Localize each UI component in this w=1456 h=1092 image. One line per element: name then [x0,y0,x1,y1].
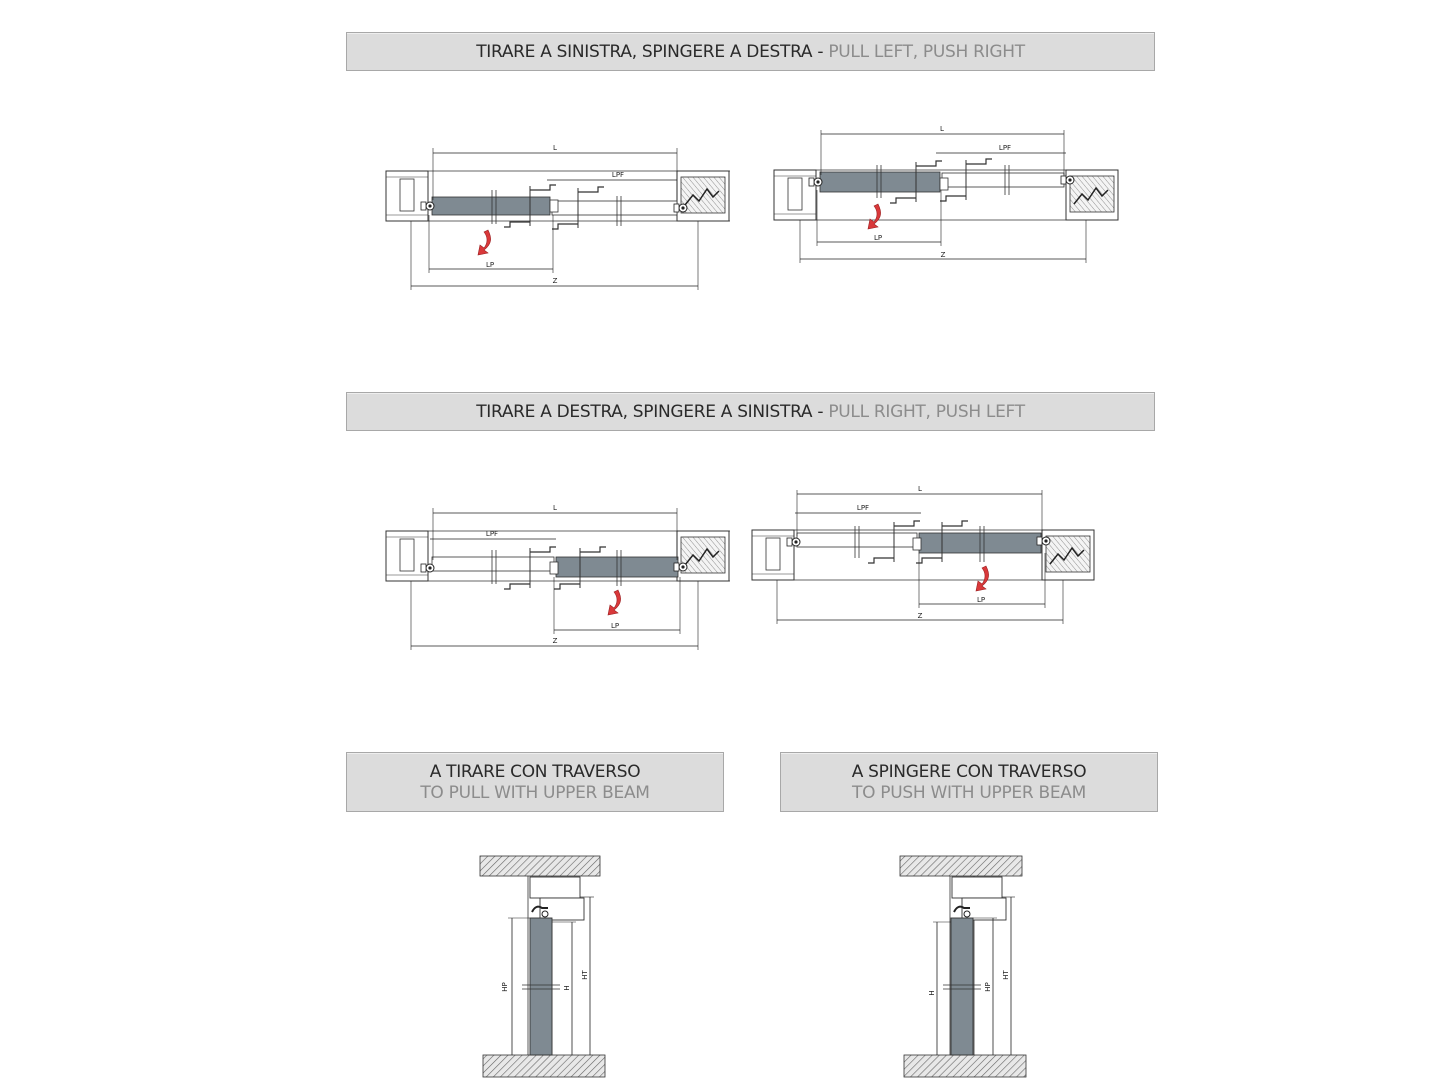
swing-arrow [867,203,881,230]
beam-italian-text: A TIRARE CON TRAVERSO [429,762,641,782]
ceiling-hatch [479,855,601,877]
dim-label-L: L [553,144,557,152]
dim-label-HP: HP [501,982,509,992]
banner-english-text: PULL RIGHT, PUSH LEFT [828,402,1025,422]
swing-arrow [975,565,989,592]
dim-label-LP: LP [611,622,619,630]
dim-label-H: H [563,985,571,990]
section-banner-pull-right: TIRARE A DESTRA, SPINGERE A SINISTRA - P… [346,392,1155,431]
dim-label-LPF: LPF [999,144,1011,152]
dim-label-HP: HP [984,982,992,992]
dim-label-Z: Z [553,277,558,285]
floor-hatch [482,1054,606,1078]
dim-label-LP: LP [977,596,985,604]
dim-label-LP: LP [874,234,882,242]
dim-label-L: L [918,485,922,493]
ceiling-hatch [899,855,1023,877]
swing-arrow [477,229,491,256]
plan-pull-right-a: L LPF LP Z [385,504,730,650]
dim-label-Z: Z [941,251,946,259]
beam-banner-push: A SPINGERE CON TRAVERSO TO PUSH WITH UPP… [780,752,1158,812]
plan-pull-left-a: L LPF LP Z [385,144,730,290]
sliding-panel [431,196,551,216]
dim-label-HT: HT [1002,970,1010,980]
fixed-panel [551,200,678,216]
dim-label-LPF: LPF [612,171,624,179]
dim-label-L: L [553,504,557,512]
dim-label-Z: Z [918,612,923,620]
banner-english-text: PULL LEFT, PUSH RIGHT [828,42,1025,62]
plan-pull-left-b: L LPF LP Z [773,125,1119,263]
dim-label-LP: LP [486,261,494,269]
fixed-panel [941,172,1065,188]
dim-label-H: H [928,990,936,995]
banner-separator: - [812,42,829,62]
dim-label-LPF: LPF [486,530,498,538]
floor-hatch [903,1054,1027,1078]
dim-label-Z: Z [553,637,558,645]
banner-italian-text: TIRARE A DESTRA, SPINGERE A SINISTRA [476,402,813,422]
fixed-panel [796,532,918,548]
section-banner-pull-left: TIRARE A SINISTRA, SPINGERE A DESTRA - P… [346,32,1155,71]
dim-label-L: L [940,125,944,133]
elevation-push-upper-beam: H HP HT [899,855,1027,1078]
door-panel [529,917,553,1056]
plan-pull-right-b: L LPF LP Z [751,485,1095,624]
beam-english-text: TO PULL WITH UPPER BEAM [420,783,650,803]
elevation-pull-upper-beam: HP H HT [479,855,606,1078]
door-panel [950,917,974,1056]
sliding-panel [819,171,941,193]
swing-arrow [607,589,621,616]
dim-label-LPF: LPF [857,504,869,512]
beam-italian-text: A SPINGERE CON TRAVERSO [851,762,1087,782]
dim-label-HT: HT [581,970,589,980]
banner-italian-text: TIRARE A SINISTRA, SPINGERE A DESTRA [476,42,813,62]
banner-separator: - [812,402,829,422]
beam-english-text: TO PUSH WITH UPPER BEAM [852,783,1086,803]
beam-banner-pull: A TIRARE CON TRAVERSO TO PULL WITH UPPER… [346,752,724,812]
fixed-panel [431,556,555,572]
